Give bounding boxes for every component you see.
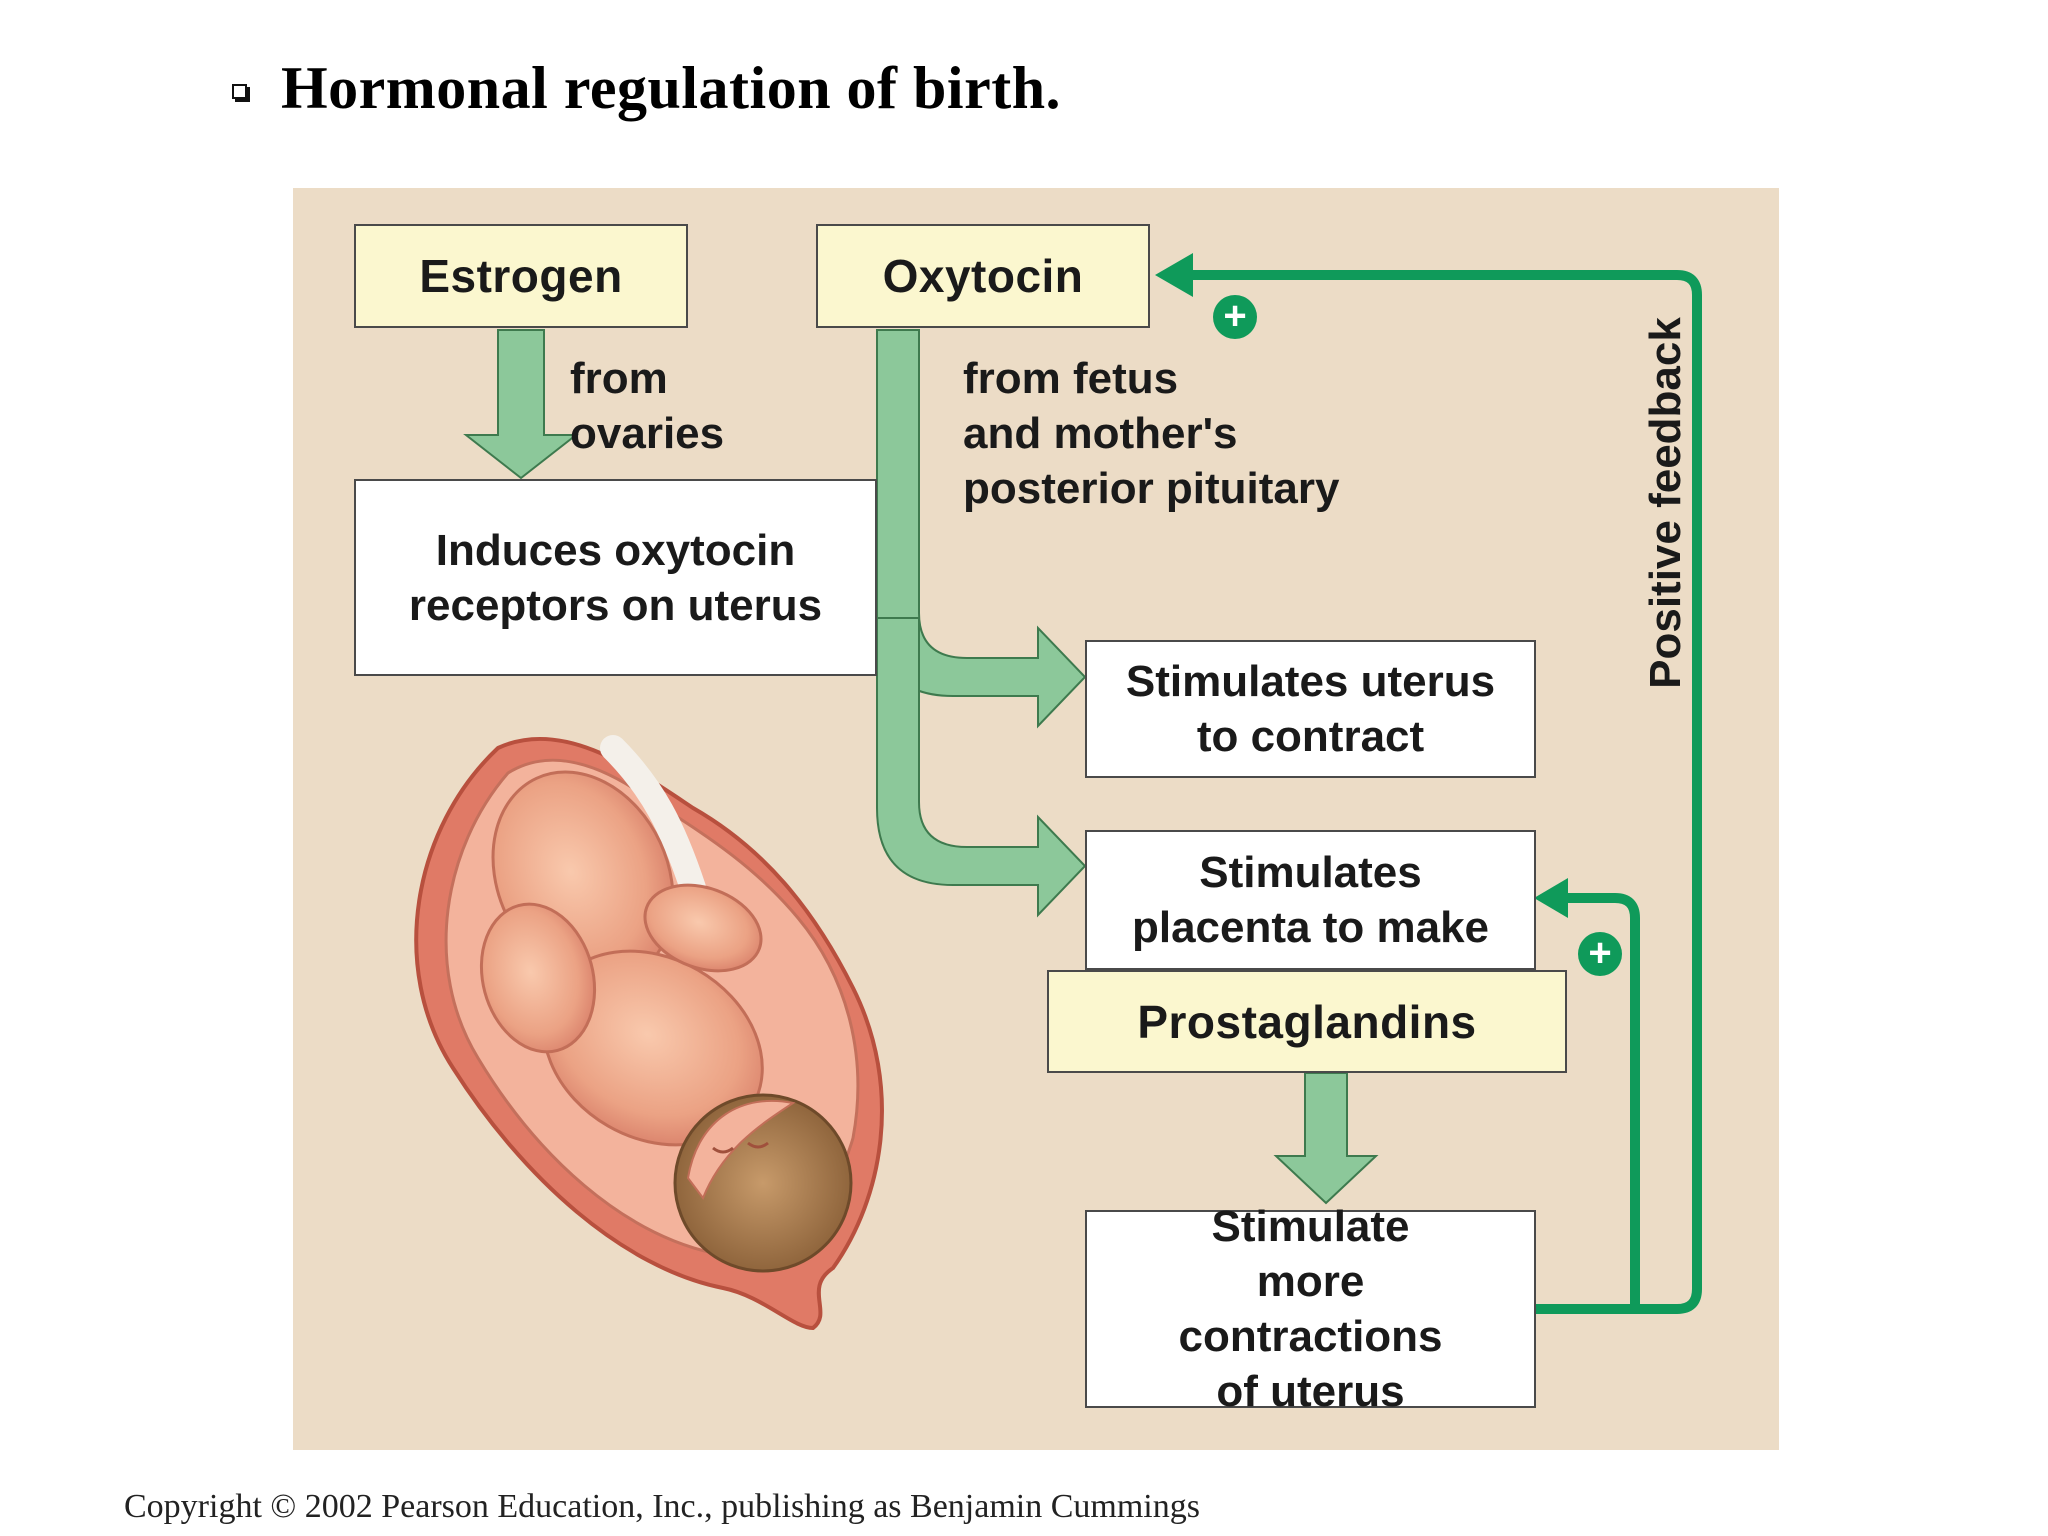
feedback-arrowhead-placenta <box>1534 878 1568 918</box>
square-bullet-icon <box>232 84 247 99</box>
fetus-illustration <box>414 735 884 1331</box>
plus-sign-icon: + <box>1578 932 1622 976</box>
oxytocin-box: Oxytocin <box>816 224 1150 328</box>
stimulates-placenta-box: Stimulates placenta to make <box>1085 830 1536 970</box>
stimulate-more-box: Stimulate more contractions of uterus <box>1085 1202 1536 1416</box>
estrogen-box: Estrogen <box>354 224 688 328</box>
plus-sign-icon: + <box>1213 295 1257 339</box>
slide-title-row: Hormonal regulation of birth. <box>232 54 1061 123</box>
from-ovaries-label: from ovaries <box>570 354 725 458</box>
hormonal-regulation-diagram: Estrogen Oxytocin Prostaglandins Induces… <box>293 188 1779 1450</box>
oxytocin-arrows <box>876 329 1087 918</box>
diagram-graphics <box>414 253 1702 1331</box>
from-fetus-label: from fetus and mother's posterior pituit… <box>963 354 1340 513</box>
positive-feedback-text: Positive feedback <box>1641 317 1690 689</box>
slide-title: Hormonal regulation of birth. <box>281 55 1062 121</box>
stimulates-uterus-box: Stimulates uterus to contract <box>1085 640 1536 778</box>
copyright-notice: Copyright © 2002 Pearson Education, Inc.… <box>124 1488 1200 1525</box>
feedback-arrowhead-oxytocin <box>1155 253 1193 297</box>
prostaglandins-arrow <box>1273 1072 1379 1205</box>
estrogen-arrow <box>463 329 579 480</box>
prostaglandins-box: Prostaglandins <box>1047 970 1567 1073</box>
induces-receptors-box: Induces oxytocin receptors on uterus <box>354 479 877 676</box>
